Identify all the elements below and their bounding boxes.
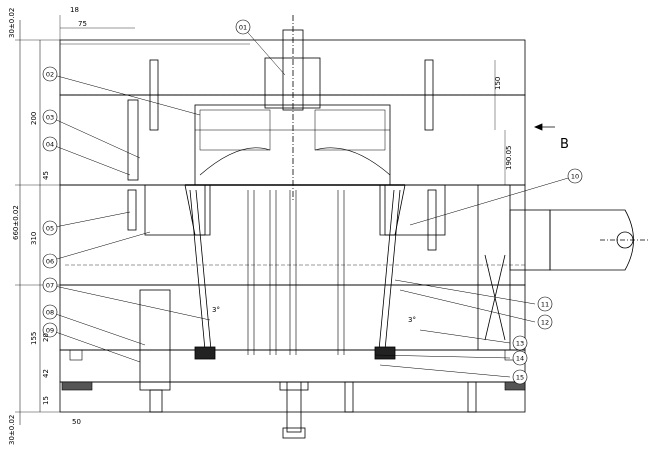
- guide-pillar-left: [127, 99, 139, 181]
- lifter-right: [384, 189, 401, 351]
- dim-small-a: 20: [42, 333, 50, 342]
- callout-13: 13: [516, 340, 524, 348]
- callout-02: 02: [46, 71, 54, 79]
- dim-section-c: 155: [30, 332, 38, 345]
- ejector-pins: [247, 190, 345, 355]
- dim-right-b: 190.05: [505, 146, 513, 171]
- cylinder-clevis: [549, 209, 634, 271]
- callout-03: 03: [46, 114, 54, 122]
- dim-gap-c: 15: [42, 396, 50, 405]
- cavity-profile: [199, 147, 391, 176]
- bottom-clamp-plate: [59, 381, 526, 413]
- spacer-block-left: [139, 289, 171, 391]
- ejector-plate: [59, 349, 526, 383]
- callout-07: 07: [46, 282, 54, 290]
- callout-14: 14: [516, 355, 524, 363]
- angle-label-left: 3°: [212, 306, 220, 314]
- core-plate: [59, 184, 526, 286]
- dim-gap-a: 45: [42, 171, 50, 180]
- dim-top-width: 75: [78, 20, 87, 28]
- callout-12: 12: [541, 319, 549, 327]
- side-cylinder: [477, 184, 511, 351]
- dim-top-small: 18: [70, 6, 79, 14]
- dim-total-height: 660±0.02: [12, 205, 20, 240]
- cavity-insert: [194, 104, 391, 186]
- callout-15: 15: [516, 374, 524, 382]
- callout-08: 08: [46, 309, 54, 317]
- callout-06: 06: [46, 258, 54, 266]
- top-clamp-plate: [59, 39, 526, 96]
- dim-left-top: 30±0.02: [8, 8, 16, 38]
- dim-section-a: 200: [30, 112, 38, 125]
- callout-10: 10: [571, 173, 579, 181]
- callout-11: 11: [541, 301, 549, 309]
- callout-05: 05: [46, 225, 54, 233]
- locating-ring: [264, 57, 321, 109]
- dim-right-a: 150: [494, 77, 502, 90]
- lifter-left: [189, 189, 206, 351]
- ejector-rod: [286, 381, 302, 433]
- cavity-plate: [59, 94, 526, 186]
- dim-left-bottom: 30±0.02: [8, 415, 16, 445]
- clamp-bolts: [61, 349, 526, 391]
- dim-gap-b: 42: [42, 369, 50, 378]
- callout-04: 04: [46, 141, 54, 149]
- callout-09: 09: [46, 327, 54, 335]
- view-label: B: [560, 137, 569, 152]
- dim-section-b: 310: [30, 232, 38, 245]
- angle-label-right: 3°: [408, 316, 416, 324]
- callout-01: 01: [239, 24, 247, 32]
- dim-bottom-width: 50: [72, 418, 81, 426]
- leader-lines: [49, 26, 576, 378]
- support-plate: [59, 284, 526, 351]
- callout-bubbles: [42, 19, 583, 385]
